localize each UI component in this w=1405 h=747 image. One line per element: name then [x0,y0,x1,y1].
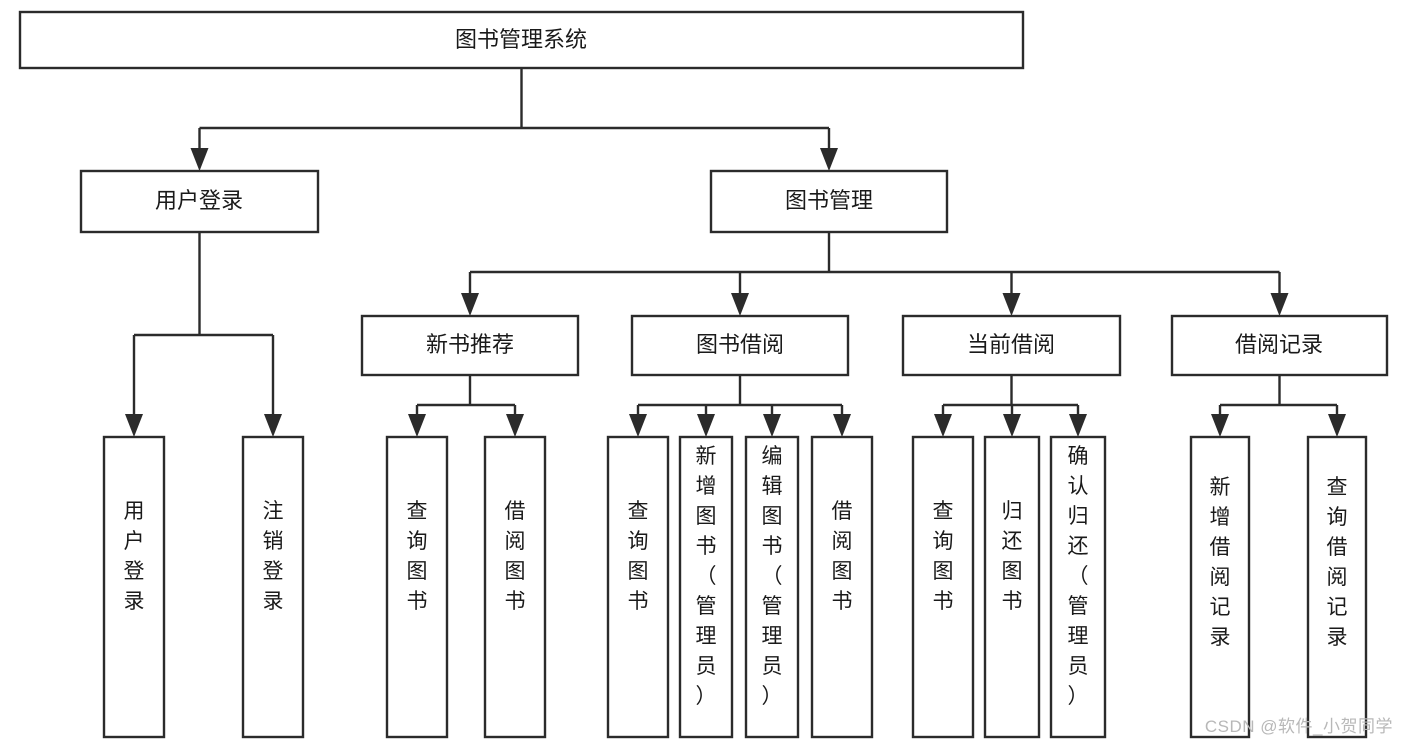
node-leaf-add-book[interactable]: 新增图书（管理员） [678,435,734,739]
node-leaf-confirm-return[interactable]: 确认归还（管理员） [1049,435,1107,739]
arrow-head-user-login [190,148,209,171]
node-new-book-recommend-box[interactable] [360,314,580,377]
arrow-head-leaf-borrow-book-1 [506,414,524,437]
node-leaf-logout-label: 注销登录 [263,500,284,613]
arrow-head-leaf-query-book-2 [629,414,647,437]
node-book-manage-label: 图书管理 [785,188,873,213]
node-leaf-borrow-book-2[interactable]: 借阅图书 [810,435,874,739]
node-leaf-borrow-book-1-label: 借阅图书 [505,500,526,613]
node-leaf-query-book-3[interactable]: 查询图书 [911,435,975,739]
node-leaf-query-book-2-label: 查询图书 [628,500,649,613]
node-book-borrow[interactable]: 图书借阅 [630,314,850,377]
node-leaf-borrow-book-1[interactable]: 借阅图书 [483,435,547,739]
node-current-borrow[interactable]: 当前借阅 [901,314,1122,377]
connector-group-current-borrow [934,375,1087,437]
node-leaf-confirm-return-label: 确认归还（管理员） [1068,445,1089,708]
node-leaf-query-book-3-label: 查询图书 [933,500,954,613]
node-leaf-add-book-box[interactable] [678,435,734,739]
node-root[interactable]: 图书管理系统 [18,10,1025,70]
node-leaf-borrow-book-1-box[interactable] [483,435,547,739]
arrow-head-leaf-borrow-book-2 [833,414,851,437]
node-user-login[interactable]: 用户登录 [79,169,320,234]
node-user-login-label: 用户登录 [155,188,243,213]
node-leaf-add-record[interactable]: 新增借阅记录 [1189,435,1251,739]
arrow-head-leaf-query-record [1328,414,1346,437]
node-leaf-query-book-1-box[interactable] [385,435,449,739]
arrow-head-book-borrow [731,293,749,316]
node-leaf-add-record-label: 新增借阅记录 [1210,476,1231,649]
node-leaf-query-book-1[interactable]: 查询图书 [385,435,449,739]
node-leaf-query-book-1-label: 查询图书 [407,500,428,613]
connector-group-book-borrow [629,375,851,437]
node-root-label: 图书管理系统 [455,27,587,52]
node-current-borrow-label: 当前借阅 [967,332,1055,357]
node-leaf-user-login-label: 用户登录 [124,500,145,613]
arrow-head-book-manage [820,148,838,171]
connector-group-user-login [125,232,282,437]
node-leaf-add-book-label: 新增图书（管理员） [696,445,717,708]
node-leaf-return-book-label: 归还图书 [1002,500,1023,613]
arrow-head-leaf-edit-book [763,414,781,437]
node-leaf-query-book-3-box[interactable] [911,435,975,739]
node-leaf-edit-book-box[interactable] [744,435,800,739]
node-leaf-edit-book[interactable]: 编辑图书（管理员） [744,435,800,739]
node-leaf-logout-box[interactable] [241,435,305,739]
node-borrow-record-label: 借阅记录 [1235,332,1323,357]
arrow-head-leaf-query-book-1 [408,414,426,437]
node-leaf-add-record-box[interactable] [1189,435,1251,739]
node-leaf-query-record[interactable]: 查询借阅记录 [1306,435,1368,739]
arrow-head-leaf-query-book-3 [934,414,952,437]
node-borrow-record[interactable]: 借阅记录 [1170,314,1389,377]
node-leaf-query-record-label: 查询借阅记录 [1327,476,1348,649]
arrow-head-borrow-record [1270,293,1289,316]
arrow-head-leaf-return-book [1003,414,1021,437]
connector-group-book-manage [461,232,1289,316]
node-new-book-recommend[interactable]: 新书推荐 [360,314,580,377]
node-book-manage-box[interactable] [709,169,949,234]
arrow-head-leaf-confirm-return [1069,414,1087,437]
node-leaf-edit-book-label: 编辑图书（管理员） [762,445,783,708]
node-book-borrow-box[interactable] [630,314,850,377]
node-new-book-recommend-label: 新书推荐 [426,332,514,357]
arrow-head-new-book-recommend [461,293,479,316]
node-leaf-confirm-return-box[interactable] [1049,435,1107,739]
node-leaf-borrow-book-2-label: 借阅图书 [832,500,853,613]
node-leaf-return-book-box[interactable] [983,435,1041,739]
connector-group-root [190,68,838,171]
connector-group-borrow-record [1211,375,1346,437]
node-leaf-borrow-book-2-box[interactable] [810,435,874,739]
node-leaf-user-login[interactable]: 用户登录 [102,435,166,739]
node-leaf-user-login-box[interactable] [102,435,166,739]
arrow-head-leaf-add-book [697,414,715,437]
node-borrow-record-box[interactable] [1170,314,1389,377]
node-current-borrow-box[interactable] [901,314,1122,377]
arrow-head-leaf-user-login [125,414,143,437]
arrow-head-leaf-add-record [1211,414,1229,437]
node-user-login-box[interactable] [79,169,320,234]
arrow-head-leaf-logout [264,414,282,437]
node-leaf-return-book[interactable]: 归还图书 [983,435,1041,739]
arrow-head-current-borrow [1002,293,1021,316]
node-leaf-logout[interactable]: 注销登录 [241,435,305,739]
node-book-manage[interactable]: 图书管理 [709,169,949,234]
node-leaf-query-book-2-box[interactable] [606,435,670,739]
node-leaf-query-record-box[interactable] [1306,435,1368,739]
node-root-box[interactable] [18,10,1025,70]
connector-group-new-book-recommend [408,375,524,437]
node-book-borrow-label: 图书借阅 [696,332,784,357]
node-leaf-query-book-2[interactable]: 查询图书 [606,435,670,739]
